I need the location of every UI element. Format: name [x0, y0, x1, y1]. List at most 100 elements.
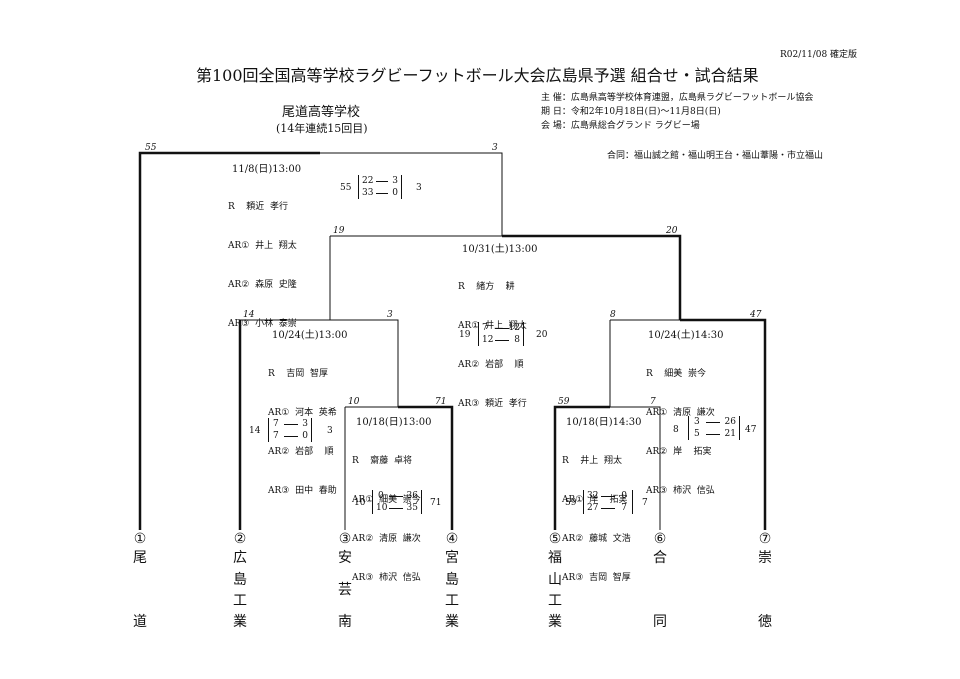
referee-list: R 緒方 耕 AR① 井上 翔太 AR② 岩部 順 AR③ 頼近 孝行: [458, 255, 527, 437]
qf-right-top-right: 47: [750, 310, 762, 320]
line-qf-left-right: [330, 319, 399, 407]
team-char: 宮: [445, 550, 459, 566]
referee-ar1: AR① 井上 翔太: [228, 241, 297, 251]
match-date: 10/24(土)13:00: [272, 330, 348, 341]
version-label: R02/11/08 確定版: [780, 50, 858, 60]
score-right: 71: [430, 498, 442, 508]
score-left: 19: [459, 330, 471, 340]
referee-r: R 井上 翔太: [562, 456, 622, 466]
referee-r: R 緒方 耕: [458, 282, 515, 292]
referee-ar2: AR② 岩部 順: [458, 360, 524, 370]
final-top-left: 55: [145, 143, 157, 153]
semi-top-left: 19: [333, 226, 345, 236]
score-left: 10: [354, 498, 366, 508]
referee-ar3: AR③ 小林 泰崇: [228, 319, 297, 329]
team-char: 南: [338, 614, 352, 630]
match-date: 10/18(日)14:30: [566, 417, 642, 428]
qf-right-top-left: 8: [610, 310, 616, 320]
referee-ar1: AR① 細美 崇今: [352, 495, 421, 505]
team-number: ①: [133, 531, 147, 547]
referee-r: R 齋藤 卓将: [352, 456, 412, 466]
referee-list: R 吉岡 智厚 AR① 河本 英希 AR② 岩部 順 AR③ 田中 春助: [268, 342, 337, 524]
team-char: 工: [445, 593, 459, 609]
team-char: 山: [548, 572, 562, 588]
referee-ar2: AR② 岸 拓実: [646, 447, 712, 457]
referee-list: R 齋藤 卓将 AR① 細美 崇今 AR② 清原 謙次 AR③ 柿沢 信弘: [352, 429, 421, 611]
score-right: 3: [327, 426, 333, 436]
referee-ar2: AR② 森原 史隆: [228, 280, 297, 290]
team-char: 安: [338, 550, 352, 566]
team-char: 島: [445, 572, 459, 588]
score-right: 47: [745, 425, 757, 435]
line-team-1: [138, 151, 320, 530]
line-qf-right-team7: [680, 318, 767, 530]
page-title: 第100回全国高等学校ラグビーフットボール大会広島県予選 組合せ・試合結果: [196, 66, 759, 85]
referee-list: R 頼近 孝行 AR① 井上 翔太 AR② 森原 史隆 AR③ 小林 泰崇: [228, 175, 297, 357]
team-number: ③: [338, 531, 352, 547]
score-right: 3: [416, 183, 422, 193]
referee-ar3: AR③ 田中 春助: [268, 486, 337, 496]
team-number: ②: [233, 531, 247, 547]
info-venue: 会 場：広島県総合グランド ラグビー場: [541, 121, 700, 131]
line-r1-right-team6: [610, 406, 661, 530]
match-date: 10/24(土)14:30: [648, 330, 724, 341]
info-dates: 期 日：令和2年10月18日(日)～11月8日(日): [541, 107, 721, 117]
team-number: ⑤: [548, 531, 562, 547]
team-char: 業: [445, 614, 459, 630]
info-organizer: 主 催：広島県高等学校体育連盟，広島県ラグビーフットボール協会: [541, 93, 814, 103]
referee-ar1: AR① 岸 拓実: [562, 495, 628, 505]
line-semi-right: [502, 234, 682, 320]
team-number: ④: [445, 531, 459, 547]
r1-left-top-right: 71: [435, 397, 447, 407]
match-date: 11/8(日)13:00: [232, 164, 302, 175]
referee-ar3: AR③ 柿沢 信弘: [646, 486, 715, 496]
score-left: 55: [340, 183, 352, 193]
referee-ar2: AR② 清原 謙次: [352, 534, 421, 544]
qf-left-top-right: 3: [387, 310, 393, 320]
semi-top-right: 20: [666, 226, 678, 236]
final-top-right: 3: [492, 143, 498, 153]
score-right: 20: [536, 330, 548, 340]
referee-list: R 細美 崇今 AR① 清原 謙次 AR② 岸 拓実 AR③ 柿沢 信弘: [646, 342, 715, 524]
team-char: 工: [233, 593, 247, 609]
match-date: 10/18(日)13:00: [356, 417, 432, 428]
line-final-right: [320, 152, 503, 236]
referee-r: R 頼近 孝行: [228, 202, 288, 212]
team-char: 業: [548, 614, 562, 630]
referee-ar1: AR① 清原 謙次: [646, 408, 715, 418]
team-char: 尾: [133, 550, 147, 566]
r1-right-top-right: 7: [650, 397, 656, 407]
team-char: 広: [233, 550, 247, 566]
team-number: ⑥: [653, 531, 667, 547]
team-char: 同: [653, 614, 667, 630]
team-char: 合: [653, 550, 667, 566]
team-char: 芸: [338, 582, 352, 598]
team-char: 島: [233, 572, 247, 588]
referee-r: R 吉岡 智厚: [268, 369, 328, 379]
referee-r: R 細美 崇今: [646, 369, 706, 379]
champion-name: 尾道高等学校: [282, 105, 361, 120]
r1-right-top-left: 59: [558, 397, 570, 407]
score-left: 8: [673, 425, 679, 435]
referee-ar1: AR① 井上 翔太: [458, 321, 527, 331]
champion-note: (14年連続15回目): [276, 122, 368, 135]
team-char: 福: [548, 550, 562, 566]
referee-ar3: AR③ 吉岡 智厚: [562, 573, 631, 583]
team-char: 道: [133, 614, 147, 630]
referee-ar2: AR② 藤城 文浩: [562, 534, 631, 544]
team-char: 徳: [758, 614, 772, 630]
joint-team-note: 合同：福山誠之館・福山明王台・福山葦陽・市立福山: [607, 151, 824, 161]
team-char: 業: [233, 614, 247, 630]
referee-list: R 井上 翔太 AR① 岸 拓実 AR② 藤城 文浩 AR③ 吉岡 智厚: [562, 429, 631, 611]
team-number: ⑦: [758, 531, 772, 547]
team-char: 工: [548, 593, 562, 609]
r1-left-top-left: 10: [348, 397, 360, 407]
score-left: 59: [565, 498, 577, 508]
team-char: 崇: [758, 550, 772, 566]
